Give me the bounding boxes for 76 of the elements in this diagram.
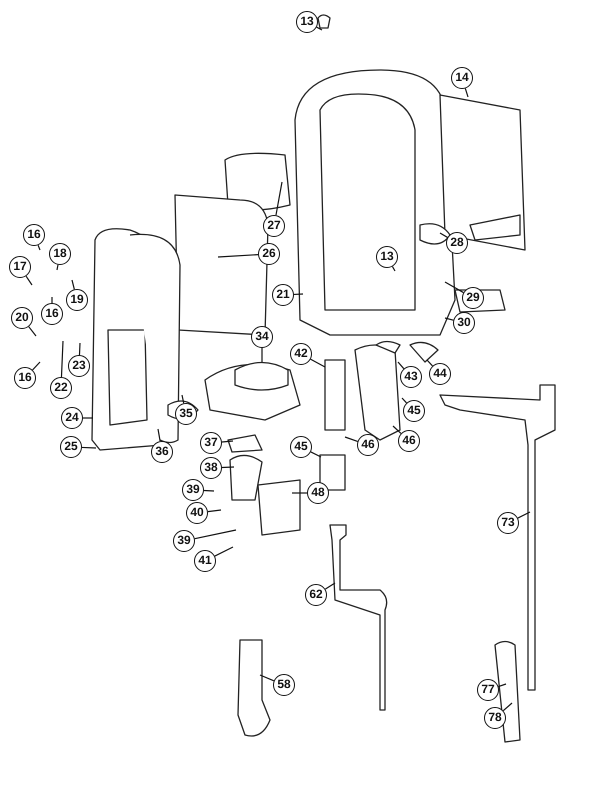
leader-line [398, 362, 404, 370]
leader-line [28, 326, 36, 336]
callout-number: 42 [290, 343, 312, 365]
leader-line [261, 348, 263, 362]
callout-number: 27 [263, 215, 285, 237]
callout-number: 39 [182, 479, 204, 501]
leader-line [83, 417, 93, 419]
callout-number: 46 [357, 434, 379, 456]
leader-line [426, 360, 433, 366]
leader-line [222, 440, 234, 443]
leader-line [26, 276, 32, 286]
callout-number: 62 [305, 584, 327, 606]
callout-number: 73 [497, 512, 519, 534]
leader-line [157, 428, 161, 442]
callout-number: 41 [194, 550, 216, 572]
leader-line [502, 702, 512, 712]
callout-number: 38 [200, 457, 222, 479]
callout-number: 78 [484, 707, 506, 729]
leader-line [71, 280, 75, 290]
callout-number: 20 [11, 307, 33, 329]
callout-number: 14 [451, 67, 473, 89]
leader-line [260, 674, 274, 682]
callout-number: 43 [400, 366, 422, 388]
leader-line [310, 451, 322, 458]
callout-number: 21 [272, 284, 294, 306]
leader-line [56, 264, 59, 270]
leader-line [218, 254, 258, 258]
callout-number: 45 [403, 400, 425, 422]
callout-number: 77 [477, 679, 499, 701]
callout-number: 44 [429, 363, 451, 385]
callout-number: 40 [186, 502, 208, 524]
callout-number: 22 [50, 377, 72, 399]
leader-line [60, 340, 64, 378]
leader-line [444, 317, 454, 321]
callout-number: 16 [23, 224, 45, 246]
leader-line [310, 358, 326, 368]
callout-number: 58 [273, 674, 295, 696]
callout-number: 16 [14, 367, 36, 389]
leader-line [444, 281, 464, 294]
callout-number: 37 [200, 432, 222, 454]
callout-number: 30 [453, 312, 475, 334]
callout-number: 23 [68, 355, 90, 377]
leader-line [402, 398, 407, 404]
callout-number: 36 [151, 441, 173, 463]
callout-number: 45 [290, 436, 312, 458]
leader-line [222, 466, 234, 468]
leader-line [208, 509, 222, 512]
callout-number: 48 [307, 482, 329, 504]
leader-line [82, 446, 96, 449]
leader-line [32, 362, 40, 370]
leader-line [78, 342, 81, 356]
leader-line [292, 492, 307, 494]
leader-line [518, 511, 530, 519]
callout-number: 24 [61, 407, 83, 429]
leader-line [440, 232, 448, 238]
leader-line [392, 426, 402, 434]
leader-line [464, 88, 469, 98]
callout-number: 18 [49, 243, 71, 265]
leader-line [214, 546, 234, 557]
leader-line [38, 245, 41, 250]
leader-line [392, 266, 396, 272]
leader-line [324, 582, 336, 590]
callout-number: 25 [60, 436, 82, 458]
callout-number: 46 [398, 430, 420, 452]
callout-number: 39 [173, 530, 195, 552]
leader-line [275, 182, 283, 216]
leader-line [194, 529, 236, 540]
callout-number: 17 [9, 256, 31, 278]
leader-line [344, 436, 358, 442]
leader-line [181, 394, 184, 404]
leader-line [316, 26, 322, 31]
callout-number: 34 [251, 326, 273, 348]
callout-number: 19 [66, 289, 88, 311]
callout-number: 16 [41, 303, 63, 325]
leader-line [294, 293, 304, 296]
leader-line [204, 490, 214, 492]
